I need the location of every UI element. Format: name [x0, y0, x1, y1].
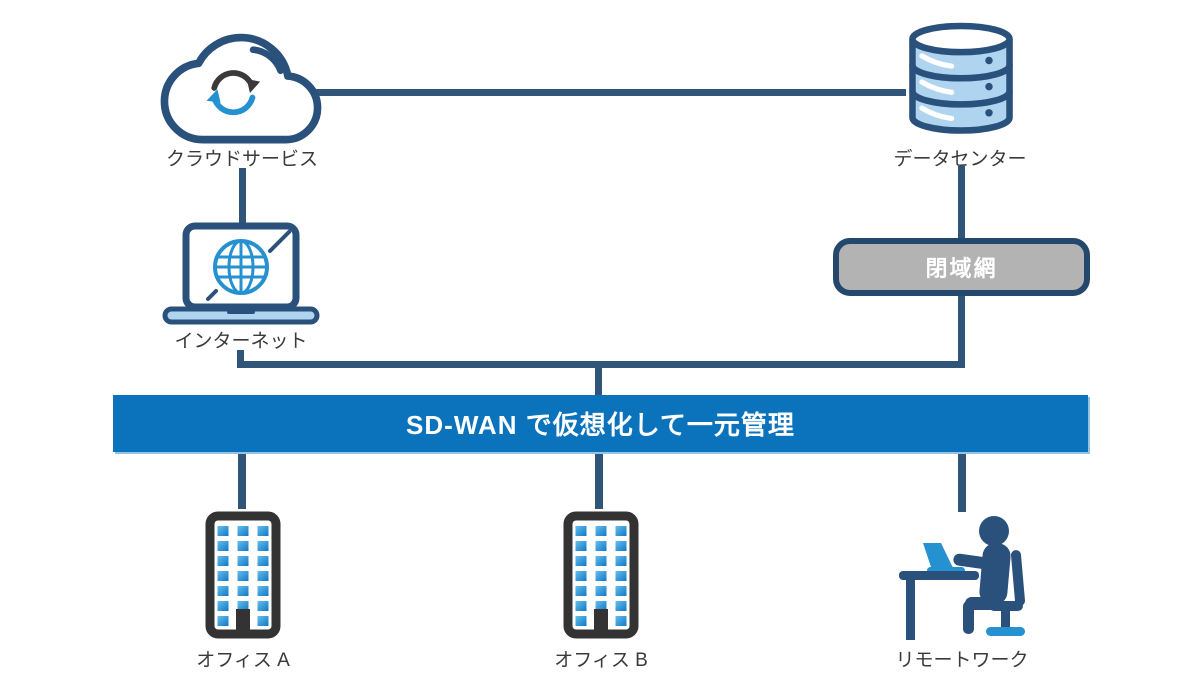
database-icon	[909, 22, 1013, 134]
office-b-label: オフィス B	[554, 650, 648, 671]
closed-network-box: 閉域網	[833, 238, 1090, 296]
connector-cloud-datacenter	[312, 89, 906, 96]
building-icon-office-b	[563, 511, 639, 639]
connector-datacenter-closednet	[958, 166, 965, 238]
sdwan-banner: SD-WAN で仮想化して一元管理	[113, 395, 1088, 452]
remote-worker-icon	[899, 516, 1026, 640]
connector-banner-office-b	[595, 452, 603, 509]
connector-banner-remote	[958, 452, 966, 512]
connector-banner-office-a	[238, 452, 246, 509]
internet-label: インターネット	[174, 331, 308, 352]
connector-internet-down	[237, 350, 244, 368]
remote-work-label: リモートワーク	[895, 650, 1029, 671]
cloud-label: クラウドサービス	[165, 149, 319, 170]
building-icon-office-a	[205, 511, 281, 639]
connector-to-banner	[595, 368, 602, 395]
cloud-sync-icon	[160, 33, 322, 144]
datacenter-label: データセンター	[893, 149, 1027, 170]
laptop-globe-icon	[162, 222, 320, 325]
connector-cloud-internet	[239, 168, 246, 225]
closed-network-label: 閉域網	[925, 256, 998, 281]
office-a-label: オフィス A	[196, 650, 290, 671]
connector-closednet-down	[958, 294, 965, 368]
connector-elbow-horizontal	[237, 361, 965, 368]
sdwan-banner-label: SD-WAN で仮想化して一元管理	[406, 410, 795, 440]
